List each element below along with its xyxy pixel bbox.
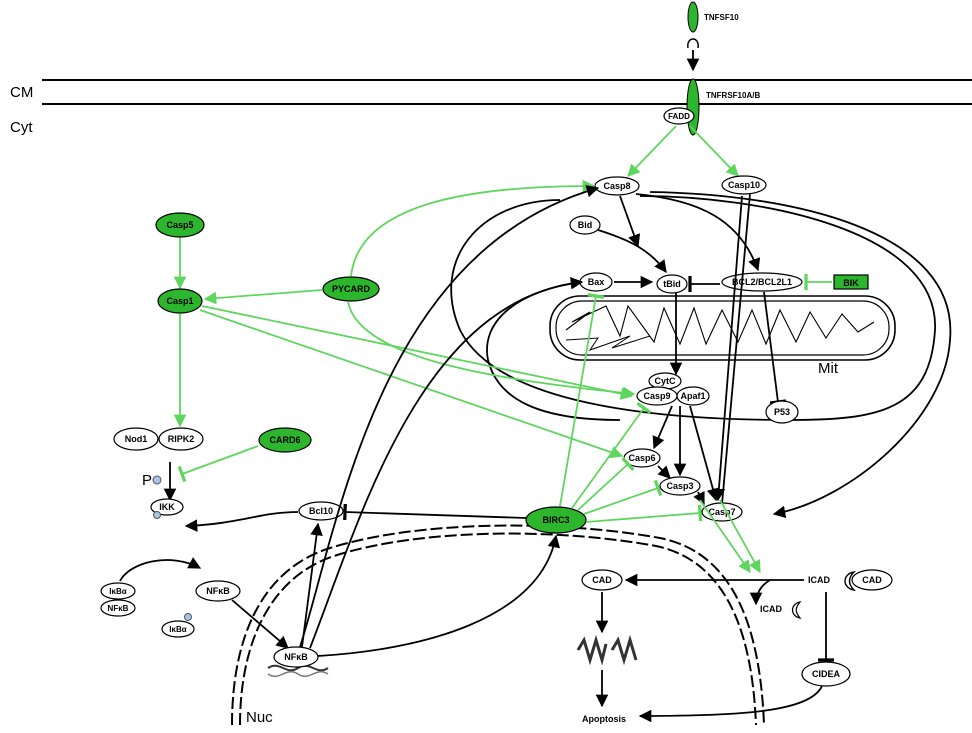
edge-birc3-casp7 [586, 513, 700, 522]
edge-fadd-casp8 [628, 126, 676, 176]
cad-label-2: CAD [862, 575, 882, 585]
tnfrsf10-label: TNFRSF10A/B [706, 91, 760, 100]
bik-label: BIK [843, 278, 859, 288]
tnfsf10-ligand [688, 2, 698, 48]
cyt-label: Cyt [10, 119, 33, 136]
cytc-label: CytC [654, 376, 676, 386]
edge-casp8-casp7 [650, 192, 950, 514]
cm-label: CM [10, 84, 33, 101]
edge-casp6-casp3 [658, 466, 670, 478]
edge-birc3-bcl10 [345, 512, 526, 518]
nuc-label: Nuc [246, 709, 273, 726]
edge-icadcad-icad [756, 580, 770, 604]
phosphate-icon-ikba [185, 614, 192, 621]
ikk-label: IKK [159, 502, 175, 512]
nfkb-label-2: NFκB [206, 586, 230, 596]
edge-casp10-casp3 [718, 196, 742, 500]
casp1-label: Casp1 [166, 296, 193, 306]
edge-birc3-casp3 [584, 488, 658, 514]
icad-crescent-icon-2 [793, 602, 801, 618]
casp7-label: Casp7 [708, 507, 735, 517]
icad-label-2: ICAD [760, 604, 782, 614]
pycard-label: PYCARD [332, 284, 371, 294]
phosphate-icon-ikk [154, 512, 161, 519]
bax-label: Bax [588, 277, 605, 287]
fragmented-dna-icon [578, 640, 636, 660]
phosphate-icon [153, 476, 161, 484]
casp3-label: Casp3 [666, 481, 693, 491]
p-label: P [142, 472, 152, 489]
edge-pycard-casp1 [205, 290, 322, 299]
cell-membrane [42, 80, 972, 104]
dna-icon-strand [268, 672, 328, 677]
ikba-label-2: IκBα [169, 625, 186, 634]
casp5-label: Casp5 [166, 220, 193, 230]
p53-label: P53 [774, 407, 790, 417]
edge-cidea-apoptosis [640, 686, 822, 716]
fadd-label: FADD [668, 112, 690, 121]
nod1-label: Nod1 [125, 434, 148, 444]
casp9-label: Casp9 [643, 391, 670, 401]
bid-label: Bid [578, 220, 593, 230]
edge-bcl10-ikk [186, 512, 298, 526]
bcl10-label: Bcl10 [309, 506, 333, 516]
edge-nfkb-nucleus [232, 600, 288, 648]
loop-casp8 [451, 196, 935, 420]
edge-casp10-casp7 [722, 194, 750, 504]
cad-label-1: CAD [592, 575, 612, 585]
edge-bcl2-p53 [764, 292, 778, 402]
edge-ikba-release [120, 560, 200, 581]
tbid-label: tBid [663, 279, 681, 289]
loop-bax [487, 282, 620, 420]
edge-apoptosome-casp6 [654, 406, 672, 448]
nfkb-label-3: NFκB [284, 652, 308, 662]
card6-label: CARD6 [269, 435, 300, 445]
casp6-label: Casp6 [628, 453, 655, 463]
edge-nfkb-bcl10 [302, 524, 318, 647]
casp10-label: Casp10 [728, 180, 760, 190]
edge-card6-ripk2 [182, 446, 258, 474]
birc3-label: BIRC3 [542, 515, 569, 525]
tnfsf10-label: TNFSF10 [704, 13, 739, 22]
edge-fadd-casp10 [690, 126, 738, 176]
edge-birc3-casp6 [578, 464, 628, 510]
edge-birc3-bax [560, 296, 596, 506]
mitochondrion [550, 296, 895, 360]
apaf1-label: Apaf1 [680, 391, 705, 401]
casp8-label: Casp8 [603, 181, 630, 191]
tnfrsf10-receptor [687, 79, 699, 135]
edge-nfkb-birc3 [318, 536, 556, 656]
mit-label: Mit [818, 360, 839, 377]
edge-bid-tbid [598, 230, 666, 272]
nfkb-label-1: NFκB [108, 604, 129, 613]
ikba-label-1: IκBα [109, 587, 126, 596]
icad-label-1: ICAD [808, 575, 830, 585]
nucleus-envelope [232, 526, 764, 725]
edge-nfkb-casp8 [300, 188, 598, 647]
apoptosis-label: Apoptosis [582, 714, 626, 724]
ripk2-label: RIPK2 [168, 434, 195, 444]
cidea-label: CIDEA [812, 669, 841, 679]
